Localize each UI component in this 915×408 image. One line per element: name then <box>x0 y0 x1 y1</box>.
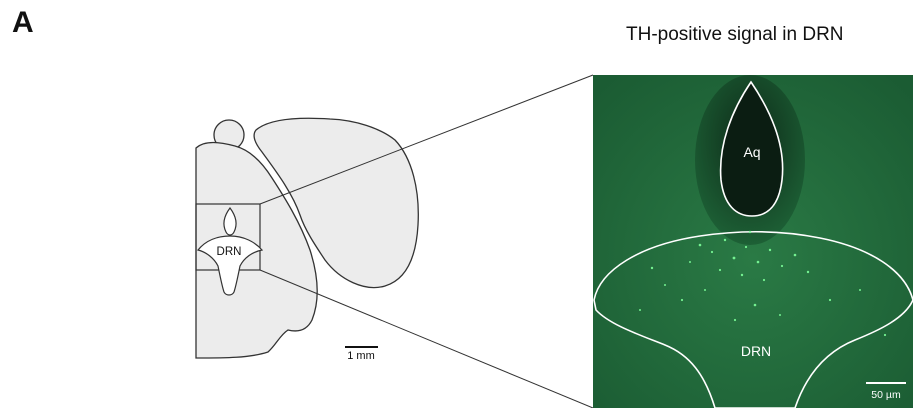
schematic-scale-bar-label: 1 mm <box>347 350 375 362</box>
brain-schematic: DRN 1 mm <box>196 118 418 362</box>
schematic-drn-label: DRN <box>217 246 242 258</box>
zoom-connector-bottom <box>260 270 593 408</box>
micrograph-scale-bar-label: 50 µm <box>871 389 901 401</box>
aqueduct-label: Aq <box>743 144 760 160</box>
drn-label: DRN <box>741 343 771 359</box>
micrograph: Aq DRN 50 µm <box>593 75 913 408</box>
